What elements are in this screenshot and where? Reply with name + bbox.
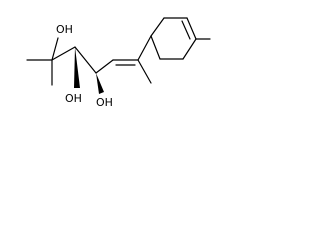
wedge-c3-oh	[74, 47, 80, 88]
wedge-c4-oh	[96, 73, 104, 94]
ring-bond-6	[150, 35, 161, 60]
label-oh-c2: OH	[56, 23, 73, 36]
bond-c6-methyl	[137, 59, 152, 84]
ring-bond-1	[150, 17, 165, 37]
bond-c2-oh	[51, 37, 59, 61]
ring-bond-3-double-a	[186, 17, 197, 40]
ring-bond-4	[182, 38, 197, 60]
bond-c6-ring	[137, 35, 152, 61]
label-oh-c3: OH	[65, 92, 82, 105]
label-oh-c4: OH	[96, 96, 113, 109]
bond-c4-c5	[95, 59, 114, 74]
bond-c2-c3	[51, 46, 76, 61]
molecule-structure: OH OH OH	[26, 17, 211, 109]
bond-c3-c4	[74, 46, 97, 74]
ring-bond-3-double-b	[181, 20, 191, 40]
